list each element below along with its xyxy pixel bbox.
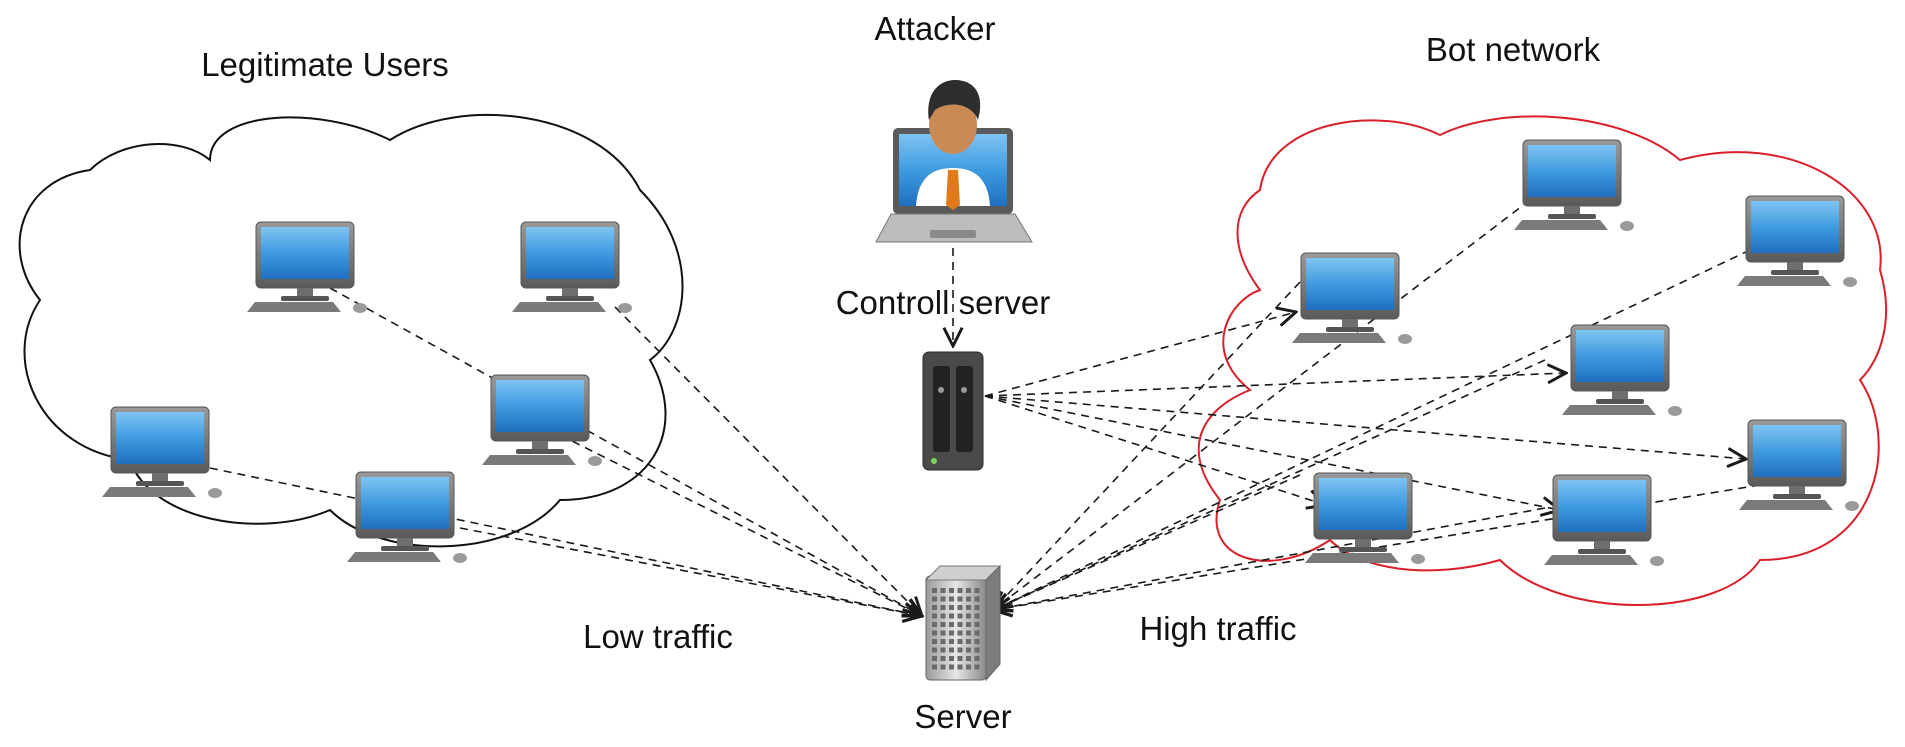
server-label: Server — [914, 698, 1012, 735]
traffic-arrow-8 — [984, 395, 1746, 459]
traffic-arrow-6 — [984, 312, 1296, 397]
traffic-arrow-7 — [984, 373, 1566, 397]
traffic-arrow-9 — [984, 395, 1326, 505]
traffic-arrow-16 — [993, 507, 1546, 610]
nas-server-icon — [922, 351, 984, 471]
bot-pc-2 — [1737, 195, 1857, 287]
control-server-label: Controll server — [835, 284, 1051, 321]
bot-network-cloud — [1197, 115, 1888, 606]
device-icons — [102, 80, 1859, 682]
high-traffic-label: High traffic — [1139, 610, 1297, 647]
traffic-arrow-4 — [209, 467, 922, 616]
tower-server-icon — [924, 564, 1002, 682]
traffic-arrow-2 — [614, 306, 922, 616]
legit-pc-4 — [102, 406, 222, 498]
legit-pc-2 — [512, 221, 632, 313]
traffic-arrow-1 — [329, 287, 922, 616]
bot-pc-3 — [1292, 252, 1412, 344]
legitimate-users-label: Legitimate Users — [201, 46, 449, 83]
bot-pc-4 — [1562, 324, 1682, 416]
attacker-laptop-icon — [875, 80, 1033, 243]
traffic-arrow-13 — [993, 281, 1301, 610]
traffic-arrow-11 — [993, 199, 1531, 610]
traffic-arrow-10 — [984, 395, 1560, 510]
bot-pc-5 — [1739, 419, 1859, 511]
low-traffic-label: Low traffic — [583, 618, 733, 655]
attacker-label: Attacker — [874, 10, 996, 47]
bot-pc-1 — [1514, 139, 1634, 231]
legit-pc-3 — [482, 374, 602, 466]
bot-pc-6 — [1305, 472, 1425, 564]
bot-network-label: Bot network — [1425, 31, 1601, 68]
traffic-arrows — [209, 199, 1761, 616]
legitimate-users-cloud — [18, 114, 684, 548]
traffic-arrow-3 — [559, 434, 922, 616]
traffic-arrow-14 — [993, 359, 1546, 610]
traffic-arrow-15 — [993, 474, 1301, 610]
legit-pc-5 — [347, 471, 467, 563]
legit-pc-1 — [247, 221, 367, 313]
bot-pc-7 — [1544, 474, 1664, 566]
traffic-arrow-5 — [459, 527, 922, 616]
